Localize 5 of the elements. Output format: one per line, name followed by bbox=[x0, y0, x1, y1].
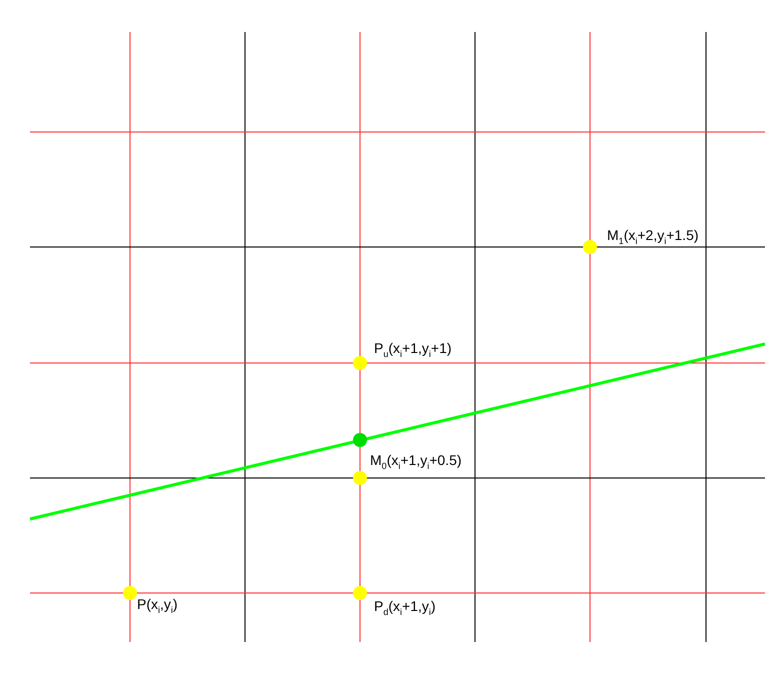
point-label: P$_{u}$(x$_{i}$+1,y$_{i}$+1) bbox=[374, 340, 452, 361]
point-label: P(x$_{i}$,y$_{i}$) bbox=[137, 596, 178, 617]
point-label: M$_{1}$(x$_{i}$+2,y$_{i}$+1.5) bbox=[607, 227, 699, 248]
point-label: P$_{d}$(x$_{i}$+1,y$_{i}$) bbox=[374, 598, 436, 619]
point-label: M$_{0}$(x$_{i}$+1,y$_{i}$+0.5) bbox=[370, 452, 462, 473]
